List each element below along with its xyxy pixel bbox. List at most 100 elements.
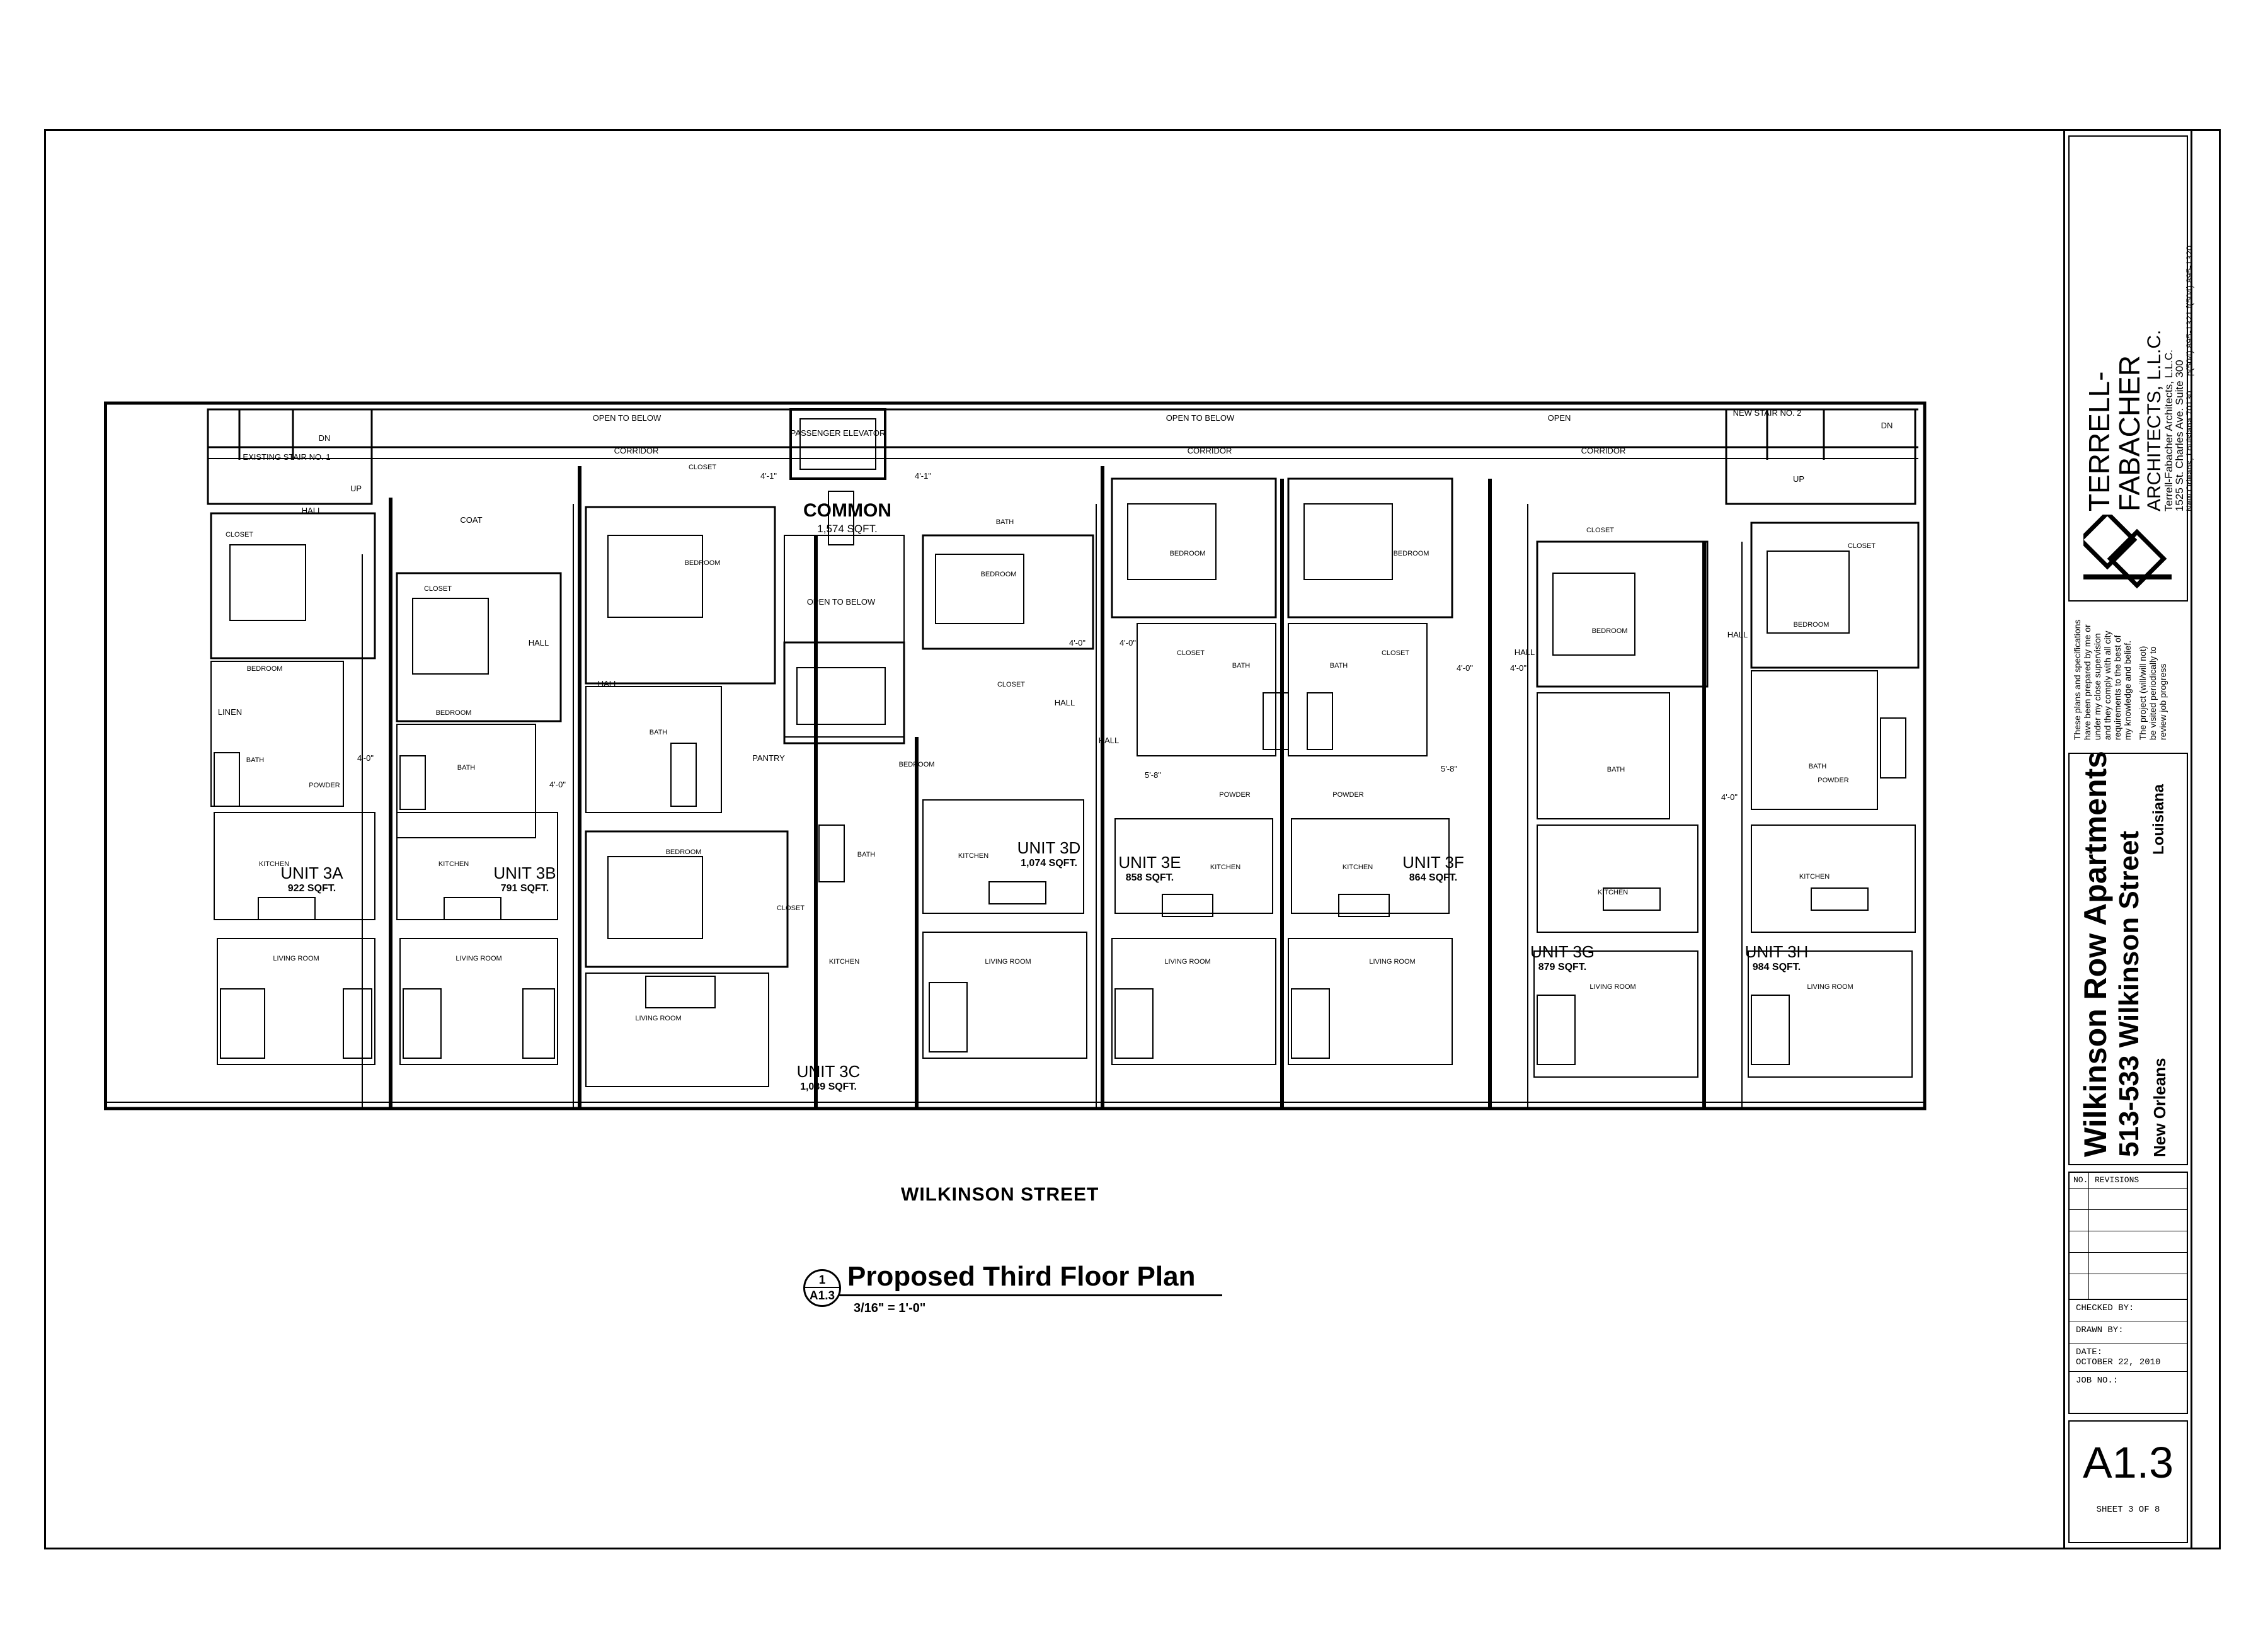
dimension-label: 4'-0" <box>1069 638 1085 647</box>
svg-text:UNIT 3H: UNIT 3H <box>1745 942 1809 961</box>
firm-panel: TERRELL- FABACHER ARCHITECTS, L.L.C. Ter… <box>2068 135 2194 602</box>
sheet-count: SHEET 3 OF 8 <box>2096 1505 2160 1515</box>
new-stair-label: NEW STAIR NO. 2 <box>1733 408 1802 418</box>
date-label: DATE: <box>2076 1347 2103 1357</box>
pantry-label: PANTRY <box>752 753 785 763</box>
project-name: Wilkinson Row Apartments <box>2078 751 2113 1157</box>
svg-text:791 SQFT.: 791 SQFT. <box>501 883 549 894</box>
unit-3c-label: UNIT 3C 1,089 SQFT. CLOSET BEDROOM BATH … <box>635 464 860 1092</box>
cert-line: my knowledge and belief. <box>2122 641 2133 740</box>
svg-text:BATH: BATH <box>996 518 1014 526</box>
dimension-label: 4'-1" <box>915 471 931 481</box>
svg-text:LIVING ROOM: LIVING ROOM <box>1164 958 1210 966</box>
svg-text:POWDER: POWDER <box>1332 791 1364 799</box>
svg-text:CLOSET: CLOSET <box>1382 649 1409 657</box>
dimension-label: 5'-8" <box>1441 764 1457 773</box>
cert-line: These plans and specifications <box>2072 619 2082 740</box>
firm-name-line3: ARCHITECTS, L.L.C. <box>2144 329 2165 511</box>
job-number-label: JOB NO.: <box>2076 1376 2119 1386</box>
unit-3a-label: UNIT 3A 922 SQFT. CLOSET BEDROOM BATH PO… <box>226 531 343 962</box>
firm-name-line1: TERRELL- <box>2083 371 2116 511</box>
svg-text:LIVING ROOM: LIVING ROOM <box>1369 958 1415 966</box>
svg-text:CLOSET: CLOSET <box>1177 649 1205 657</box>
unit-3b-label: UNIT 3B 791 SQFT. CLOSET BEDROOM BATH KI… <box>424 585 556 962</box>
title-block <box>2063 129 2192 1549</box>
svg-text:BATH: BATH <box>857 851 876 858</box>
unit-3f-label: UNIT 3F 864 SQFT. BEDROOM CLOSET BATH PO… <box>1330 550 1464 966</box>
svg-text:KITCHEN: KITCHEN <box>438 860 469 868</box>
open-to-below-label: OPEN TO BELOW <box>593 413 662 423</box>
svg-text:BEDROOM: BEDROOM <box>981 571 1017 578</box>
unit-3h-label: UNIT 3H 984 SQFT. CLOSET BEDROOM BATH PO… <box>1745 542 1876 991</box>
drawing-number: 1 <box>818 1274 826 1287</box>
firm-name-line2: FABACHER <box>2113 355 2146 511</box>
svg-text:922 SQFT.: 922 SQFT. <box>288 883 336 894</box>
open-to-below-center-label: OPEN TO BELOW <box>807 597 876 607</box>
project-panel: Wilkinson Row Apartments 513-533 Wilkins… <box>2068 751 2188 1165</box>
cert-line: and they comply with all city <box>2102 630 2112 740</box>
plan-furniture <box>214 491 1906 1065</box>
svg-text:UNIT 3G: UNIT 3G <box>1530 942 1595 961</box>
hall-label: HALL <box>302 506 323 515</box>
third-floor-plan: OPEN TO BELOW OPEN TO BELOW OPEN CORRIDO… <box>104 401 1927 1110</box>
unit-3e-label: UNIT 3E 858 SQFT. BEDROOM CLOSET BATH PO… <box>1118 550 1250 966</box>
dimension-label: 4'-0" <box>1510 663 1526 673</box>
svg-text:BEDROOM: BEDROOM <box>1592 627 1628 635</box>
svg-text:CLOSET: CLOSET <box>424 585 452 593</box>
svg-text:UNIT 3B: UNIT 3B <box>493 864 556 882</box>
dimension-label: 4'-0" <box>1457 663 1473 673</box>
svg-text:KITCHEN: KITCHEN <box>958 852 988 860</box>
drawing-tag: 1 A1.3 <box>803 1269 841 1307</box>
project-address: 513-533 Wilkinson Street <box>2114 830 2145 1157</box>
svg-text:CLOSET: CLOSET <box>1848 542 1876 550</box>
drawing-scale: 3/16" = 1'-0" <box>854 1301 926 1315</box>
svg-text:LIVING ROOM: LIVING ROOM <box>455 955 501 962</box>
corridor-label: CORRIDOR <box>614 446 659 455</box>
stair-up-label: UP <box>1793 474 1804 484</box>
hall-label: HALL <box>1727 630 1748 639</box>
cert-line: under my close supervision <box>2092 633 2102 740</box>
svg-text:BEDROOM: BEDROOM <box>436 709 472 717</box>
svg-text:KITCHEN: KITCHEN <box>259 860 289 868</box>
sheet-number-panel: A1.3 SHEET 3 OF 8 <box>2068 1420 2188 1543</box>
svg-text:BEDROOM: BEDROOM <box>899 761 935 768</box>
svg-text:BATH: BATH <box>1607 766 1625 773</box>
svg-text:KITCHEN: KITCHEN <box>1598 889 1628 896</box>
unit-3g-label: UNIT 3G 879 SQFT. CLOSET BEDROOM BATH KI… <box>1530 527 1636 991</box>
svg-text:KITCHEN: KITCHEN <box>1210 864 1240 871</box>
svg-text:LIVING ROOM: LIVING ROOM <box>1807 983 1853 991</box>
svg-text:POWDER: POWDER <box>1219 791 1251 799</box>
svg-text:BATH: BATH <box>650 729 668 736</box>
svg-text:BATH: BATH <box>1809 763 1827 770</box>
svg-text:UNIT 3A: UNIT 3A <box>280 864 343 882</box>
cert-line: review job progress <box>2158 663 2168 740</box>
stair-down-label: DN <box>319 433 331 443</box>
svg-text:879 SQFT.: 879 SQFT. <box>1538 962 1586 973</box>
stair-up-label: UP <box>350 484 362 493</box>
svg-text:BEDROOM: BEDROOM <box>1794 621 1830 629</box>
stair-down-label: DN <box>1881 421 1893 430</box>
svg-text:LIVING ROOM: LIVING ROOM <box>985 958 1031 966</box>
cert-line: be visited periodically to <box>2148 646 2158 740</box>
svg-text:LIVING ROOM: LIVING ROOM <box>1589 983 1635 991</box>
dimension-label: 4'-0" <box>1120 638 1136 647</box>
firm-address-3: New Orleans, Louisiana 70130 <box>2184 391 2194 511</box>
cert-line: requirements to the best of <box>2112 635 2122 740</box>
svg-text:BEDROOM: BEDROOM <box>685 559 721 567</box>
svg-text:KITCHEN: KITCHEN <box>829 958 859 966</box>
svg-text:1,089 SQFT.: 1,089 SQFT. <box>800 1081 857 1092</box>
common-label: COMMON <box>803 500 891 521</box>
street-label: WILKINSON STREET <box>901 1184 1099 1205</box>
dimension-label: 4'-0" <box>1721 792 1738 802</box>
hall-label: HALL <box>529 638 549 647</box>
drawn-by-label: DRAWN BY: <box>2076 1325 2124 1335</box>
svg-text:BEDROOM: BEDROOM <box>1170 550 1206 557</box>
svg-text:LIVING ROOM: LIVING ROOM <box>635 1015 681 1022</box>
svg-text:LIVING ROOM: LIVING ROOM <box>273 955 319 962</box>
svg-text:CLOSET: CLOSET <box>1586 527 1614 534</box>
certification-panel: These plans and specifications have been… <box>2068 608 2188 746</box>
svg-text:BEDROOM: BEDROOM <box>247 665 283 673</box>
svg-text:UNIT 3C: UNIT 3C <box>797 1062 861 1081</box>
svg-text:KITCHEN: KITCHEN <box>1799 873 1830 881</box>
corridor-label: CORRIDOR <box>1581 446 1626 455</box>
